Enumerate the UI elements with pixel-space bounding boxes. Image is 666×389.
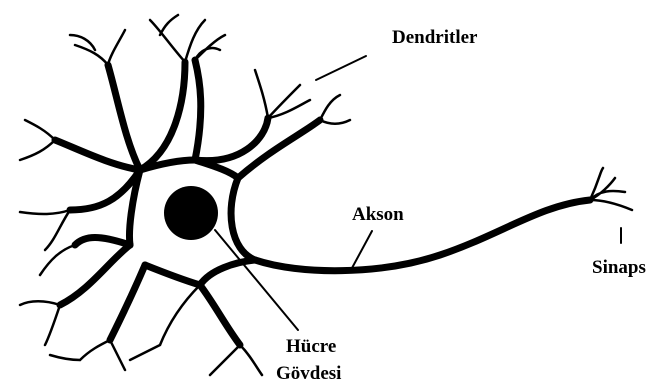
axon xyxy=(255,200,590,271)
synapse-label: Sinaps xyxy=(592,258,646,277)
cell-body-label-line2: Gövdesi xyxy=(276,364,341,383)
axon-terminal xyxy=(590,168,632,210)
axon-pointer xyxy=(352,231,372,268)
axon-label: Akson xyxy=(352,205,404,224)
nucleus xyxy=(164,186,218,240)
dendrites-label: Dendritler xyxy=(392,28,477,47)
dendrites-pointer xyxy=(316,56,366,80)
pointer-lines xyxy=(215,56,621,330)
cell-body-pointer xyxy=(215,230,298,330)
cell-body-label-line1: Hücre xyxy=(286,337,336,356)
